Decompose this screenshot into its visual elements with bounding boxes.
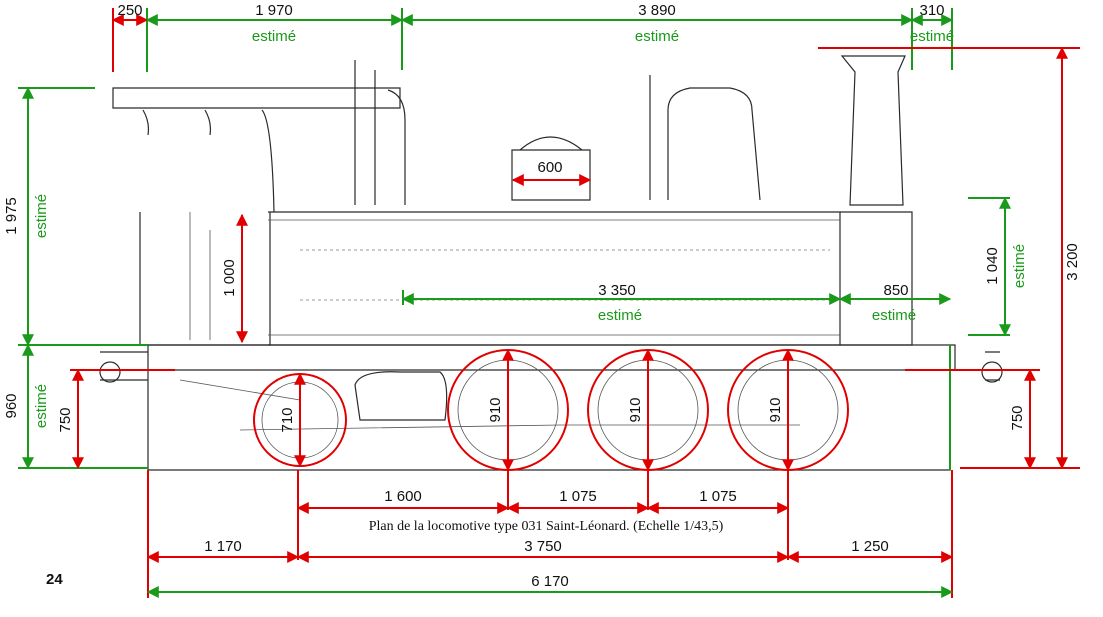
est-310: estimé (910, 28, 954, 45)
dim-1970: 1 970 (255, 2, 293, 19)
dim-3200: 3 200 (1064, 243, 1081, 281)
dim-1075-b: 1 075 (699, 488, 737, 505)
extension-lines (18, 8, 1080, 598)
right-dimensions: 1 040 estimé 3 200 750 (984, 46, 1081, 470)
left-dimensions: 1 975 estimé 960 estimé 750 (3, 86, 84, 470)
est-960: estimé (33, 384, 50, 428)
dim-960: 960 (3, 393, 20, 418)
dim-600: 600 (537, 159, 562, 176)
dim-1075-a: 1 075 (559, 488, 597, 505)
est-850: estimé (872, 307, 916, 324)
dim-3750: 3 750 (524, 538, 562, 555)
est-1970: estimé (252, 28, 296, 45)
dim-6170: 6 170 (531, 573, 569, 590)
est-1975: estimé (33, 194, 50, 238)
est-3350: estimé (598, 307, 642, 324)
dim-3350: 3 350 (598, 282, 636, 299)
wheel-910-b: 910 (627, 397, 644, 422)
dim-750-right: 750 (1009, 405, 1026, 430)
dim-1040: 1 040 (984, 247, 1001, 285)
bottom-dimensions: 1 600 1 075 1 075 Plan de la locomotive … (46, 488, 954, 598)
dim-250: 250 (117, 2, 142, 19)
dim-310: 310 (919, 2, 944, 19)
top-dimensions: 250 1 970 estimé 3 890 estimé 310 estimé (111, 2, 954, 45)
page-number: 24 (46, 571, 63, 588)
dim-850: 850 (883, 282, 908, 299)
dim-1170: 1 170 (204, 538, 242, 555)
figure-caption: Plan de la locomotive type 031 Saint-Léo… (369, 519, 724, 534)
est-1040: estimé (1011, 244, 1028, 288)
dim-1000: 1 000 (221, 259, 238, 297)
body-dimensions: 1 000 600 3 350 estimé 850 estimé (221, 159, 952, 344)
dim-750-left: 750 (57, 407, 74, 432)
wheel-910-a: 910 (487, 397, 504, 422)
dim-1975: 1 975 (3, 197, 20, 235)
wheel-910-c: 910 (767, 397, 784, 422)
wheel-diameters: 710 910 910 910 (253, 348, 849, 472)
dim-1600: 1 600 (384, 488, 422, 505)
dim-1250: 1 250 (851, 538, 889, 555)
wheel-710: 710 (279, 407, 296, 432)
est-3890: estimé (635, 28, 679, 45)
dim-3890: 3 890 (638, 2, 676, 19)
